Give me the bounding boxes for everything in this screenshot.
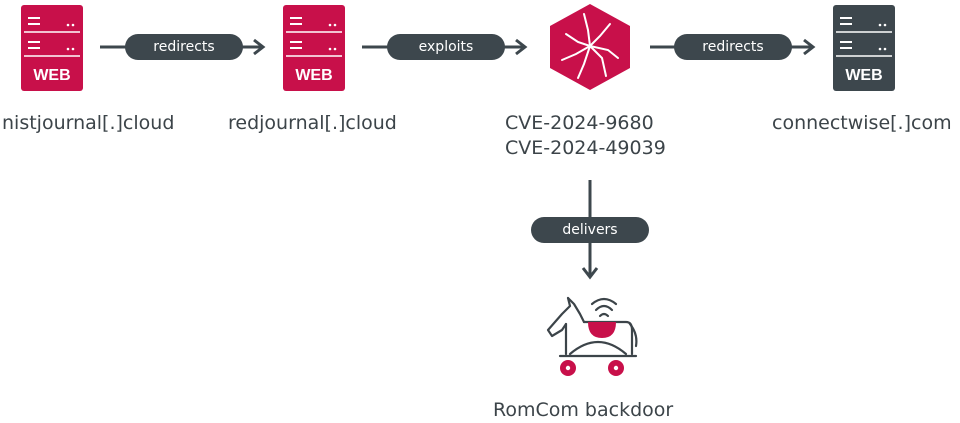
web-server-icon: WEB: [21, 5, 83, 91]
edge-label-delivers: delivers: [531, 217, 649, 243]
arrowhead-4: [581, 267, 599, 280]
svg-text:WEB: WEB: [33, 67, 70, 84]
edge-label-redirects-1: redirects: [125, 34, 243, 60]
svg-text:WEB: WEB: [295, 67, 332, 84]
edge-label-redirects-2: redirects: [674, 34, 792, 60]
server-1: WEB: [20, 4, 84, 96]
arrowhead-2: [515, 38, 528, 56]
svg-text:WEB: WEB: [845, 67, 882, 84]
cve-label-1: CVE-2024-9680: [505, 112, 654, 134]
web-server-icon: WEB: [833, 5, 895, 91]
exploit-cube-icon: [550, 4, 630, 90]
cve-label-2: CVE-2024-49039: [505, 137, 666, 159]
backdoor-label: RomCom backdoor: [493, 399, 674, 421]
server-2-label: redjournal[.]cloud: [228, 112, 397, 134]
trojan-horse-icon: [546, 296, 638, 376]
arrowhead-1: [253, 38, 266, 56]
edge-label-exploits: exploits: [387, 34, 505, 60]
server-3-label: connectwise[.]com: [772, 112, 952, 134]
server-1-label: nistjournal[.]cloud: [2, 112, 175, 134]
web-server-icon: WEB: [283, 5, 345, 91]
server-2: WEB: [282, 4, 346, 96]
backdoor-node: [540, 290, 640, 386]
arrowhead-3: [803, 38, 816, 56]
exploit-node: [548, 2, 632, 96]
server-3: WEB: [832, 4, 896, 96]
